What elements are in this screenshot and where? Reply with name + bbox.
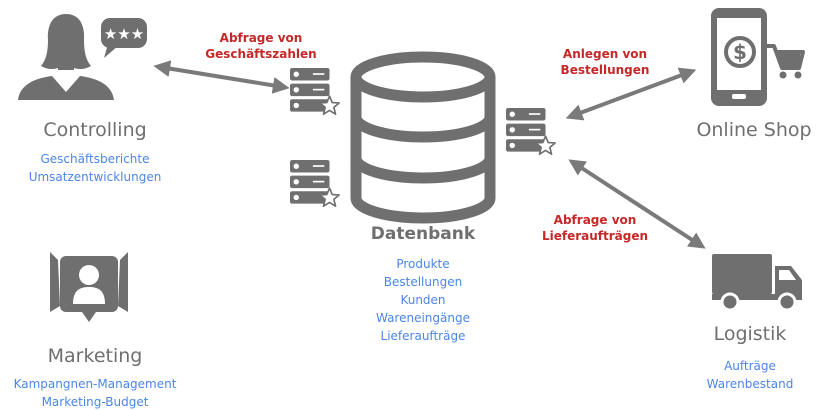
database-cylinder-icon [350, 51, 496, 224]
edge-arrow-controlling-database [153, 60, 290, 94]
profile-megaphone-icon [50, 252, 128, 322]
edge-label-line: Abfrage von [219, 31, 303, 45]
edge-label-line: Bestellungen [560, 63, 650, 77]
database-details: Produkte Bestellungen Kunden Wareneingän… [353, 255, 493, 345]
detail-item: Bestellungen [383, 275, 463, 289]
detail-item: Produkte [396, 257, 450, 271]
edge-label-line: Lieferaufträgen [541, 229, 649, 243]
detail-item: Warenbestand [706, 377, 794, 391]
detail-item: Umsatzentwicklungen [28, 170, 162, 184]
truck-icon [712, 254, 802, 312]
detail-item: Marketing-Budget [41, 395, 149, 409]
online-shop-title: Online Shop [696, 119, 812, 141]
edge-label-database-logistik: Abfrage von Lieferaufträgen [520, 212, 670, 244]
marketing-title: Marketing [47, 345, 143, 367]
edge-arrow-database-shop [565, 67, 697, 121]
detail-item: Lieferaufträge [380, 329, 466, 343]
edge-label-line: Anlegen von [562, 47, 648, 61]
edge-label-database-shop: Anlegen von Bestellungen [535, 46, 675, 78]
logistik-details: Aufträge Warenbestand [690, 357, 810, 393]
controlling-details: Geschäftsberichte Umsatzentwicklungen [15, 150, 175, 186]
edge-label-line: Abfrage von [553, 213, 637, 227]
server-star-icon [290, 160, 340, 208]
logistik-title: Logistik [713, 323, 787, 345]
detail-item: Kampangnen-Management [13, 377, 177, 391]
svg-text:$: $ [733, 40, 747, 64]
server-star-icon [506, 108, 556, 156]
database-title: Datenbank [370, 224, 476, 244]
smartphone-shop-icon: $ [711, 8, 805, 106]
detail-item: Geschäftsberichte [40, 152, 150, 166]
detail-item: Aufträge [724, 359, 776, 373]
edge-label-line: Geschäftszahlen [205, 47, 317, 61]
detail-item: Wareneingänge [375, 311, 470, 325]
edge-arrow-database-logistik [568, 159, 706, 249]
person-with-chat-bubble-icon: ★★★ [18, 14, 147, 100]
controlling-title: Controlling [43, 119, 147, 141]
edge-label-controlling-database: Abfrage von Geschäftszahlen [186, 30, 336, 62]
marketing-details: Kampangnen-Management Marketing-Budget [0, 375, 190, 410]
server-star-icon [290, 68, 340, 116]
detail-item: Kunden [400, 293, 446, 307]
svg-text:★★★: ★★★ [104, 25, 144, 43]
